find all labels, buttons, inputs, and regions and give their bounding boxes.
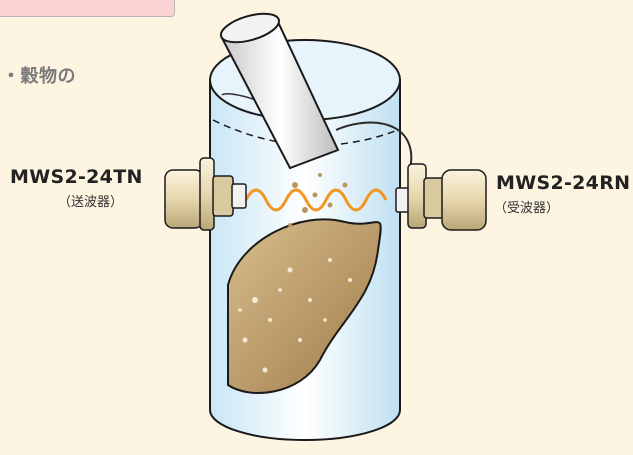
transmitter-role-label: （送波器）	[58, 191, 123, 210]
receiver-model-label: MWS2-24RN	[496, 172, 630, 194]
receiver-sensor	[396, 164, 486, 230]
transmitter-model-label: MWS2-24TN	[10, 166, 143, 188]
receiver-role-label: （受波器）	[494, 197, 559, 216]
